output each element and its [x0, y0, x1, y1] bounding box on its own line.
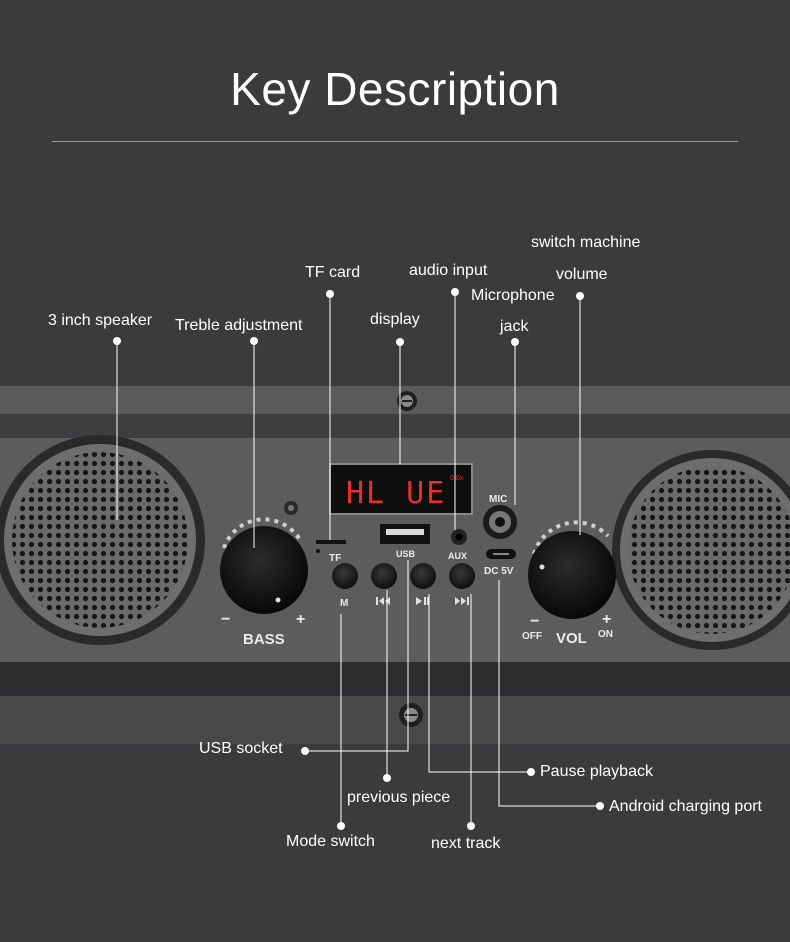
page-title: Key Description: [230, 63, 560, 115]
volume-knob: [528, 520, 616, 619]
mic-label: MIC: [489, 494, 507, 505]
label-pause-playback: Pause playback: [540, 763, 653, 780]
usb-port-label: USB: [396, 549, 416, 559]
screw-icon: [397, 391, 417, 411]
right-speaker-grille: [612, 450, 790, 650]
label-display: display: [370, 311, 420, 328]
label-android-charging-port: Android charging port: [609, 798, 762, 815]
label-usb-socket: USB socket: [199, 740, 283, 757]
label-audio-input: audio input: [409, 262, 488, 279]
mode-button-label: M: [340, 598, 348, 609]
bass-label: BASS: [243, 631, 285, 648]
bass-minus: −: [221, 611, 230, 628]
label-tf-card: TF card: [305, 264, 361, 281]
vol-off-label: OFF: [522, 631, 542, 642]
vol-on-label: ON: [598, 629, 613, 640]
display-text: HL UE: [346, 476, 446, 511]
bass-knob: [220, 517, 308, 614]
label-volume: volume: [556, 266, 608, 283]
bass-plus: +: [296, 611, 305, 628]
label-previous-piece: previous piece: [347, 789, 451, 806]
callout-dots: [113, 288, 604, 830]
label-jack: jack: [500, 318, 529, 335]
label-next-track: next track: [431, 835, 501, 852]
label-treble-adjustment: Treble adjustment: [175, 317, 303, 334]
screw-icon: [399, 703, 423, 727]
led-display: [329, 463, 473, 515]
label-switch-machine: switch machine: [531, 234, 641, 251]
title-divider: [52, 141, 738, 142]
vol-minus: −: [530, 613, 539, 630]
previous-button: [371, 563, 397, 589]
aux-label: AUX: [448, 551, 467, 561]
left-speaker-grille: [0, 435, 205, 645]
display-small-text: 0.0x: [450, 475, 464, 482]
next-button: [449, 563, 475, 589]
tf-port-label: TF: [329, 553, 341, 564]
label-mode-switch: Mode switch: [286, 833, 375, 850]
vol-label: VOL: [556, 630, 587, 647]
label-3-inch-speaker: 3 inch speaker: [48, 312, 153, 329]
dc-label: DC 5V: [484, 566, 514, 577]
vol-plus: +: [602, 611, 611, 628]
play-pause-button: [410, 563, 436, 589]
tf-slot: [316, 540, 346, 544]
callout-lines: [116, 292, 600, 826]
label-microphone: Microphone: [471, 287, 555, 304]
next-icon: [455, 597, 469, 605]
play-pause-icon: [416, 597, 429, 605]
mode-button: [332, 563, 358, 589]
